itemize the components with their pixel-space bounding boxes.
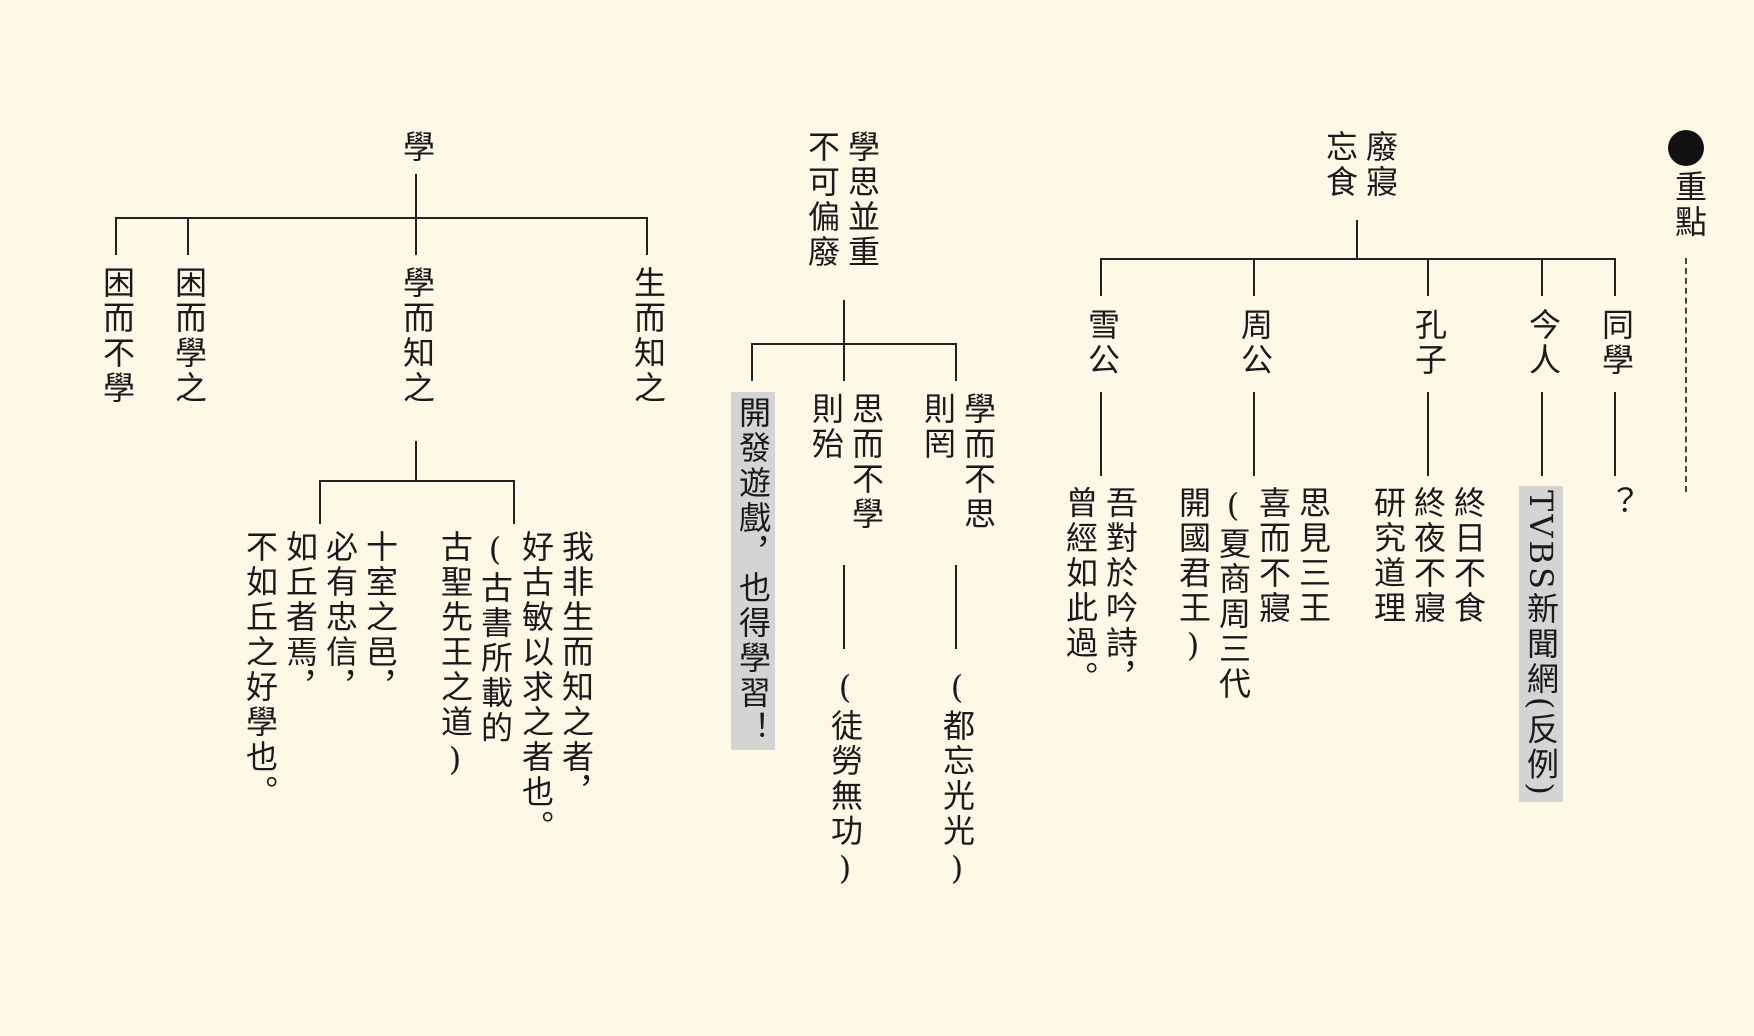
connector [115, 217, 117, 255]
forget-branch-modern: 今人 [1524, 308, 1562, 378]
connector [1541, 258, 1543, 296]
connector [1253, 392, 1255, 476]
think-bar [751, 343, 957, 345]
bullet-dot-icon [1668, 130, 1704, 166]
forget-branch-confucius: 孔子 [1410, 308, 1448, 378]
forget-root-connector [1356, 220, 1358, 258]
think-detail-learn-no-think: (都忘光光) [938, 668, 976, 890]
connector [415, 217, 417, 255]
think-branch-game-dev: 開發遊戲，也得學習！ [731, 392, 775, 750]
think-branch-learn-no-think: 學而不思 則罔 [919, 392, 997, 532]
forget-bar [1100, 258, 1616, 260]
think-detail-think-no-learn: (徒勞無功) [826, 668, 864, 890]
learn-sub-ancient-books: (古書所載的 古聖先王之道) [436, 530, 514, 781]
learn-root-connector [415, 174, 417, 218]
connector [187, 217, 189, 255]
forget-branch-xuegong: 雪公 [1083, 308, 1121, 378]
connector [1427, 258, 1429, 296]
connector [513, 480, 515, 524]
forget-branch-classmates: 同學 [1597, 308, 1635, 378]
connector [1100, 392, 1102, 476]
learn-branch-struggle-no-learn: 困而不學 [98, 266, 136, 406]
forget-root: 廢寢 忘食 [1321, 130, 1399, 200]
learn-sub-ten-households: 十室之邑， 必有忠信， 如丘者焉， 不如丘之好學也。 [241, 530, 399, 810]
connector [843, 565, 845, 649]
connector [1614, 392, 1616, 476]
connector [1100, 258, 1102, 296]
learn-branch-born-know: 生而知之 [629, 266, 667, 406]
connector [843, 343, 845, 381]
learn-root: 學 [398, 130, 436, 165]
learn-sub-quote-not-born: 我非生而知之者， 好古敏以求之者也。 [517, 530, 595, 845]
connector [1541, 392, 1543, 476]
heading-label: 重點 [1670, 170, 1708, 240]
think-root: 學思並重 不可偏廢 [803, 130, 881, 270]
connector [1614, 258, 1616, 296]
learn-bar [115, 217, 648, 219]
connector [1253, 258, 1255, 296]
forget-detail-confucius: 終日不食 終夜不寢 研究道理 [1369, 486, 1487, 626]
think-branch-think-no-learn: 思而不學 則殆 [807, 392, 885, 532]
forget-detail-xuegong: 吾對於吟詩， 曾經如此過。 [1061, 486, 1139, 696]
heading-dashed-line [1685, 258, 1687, 492]
learn-branch-learn-know: 學而知之 [398, 266, 436, 406]
connector [1427, 392, 1429, 476]
forget-detail-zhougong: 思見三王 喜而不寢 (夏商周三代 開國君王) [1174, 486, 1332, 702]
connector [415, 441, 417, 481]
connector [319, 480, 321, 524]
learn-branch-struggle-learn: 困而學之 [170, 266, 208, 406]
connector [646, 217, 648, 255]
connector [955, 565, 957, 649]
learn-sub-bar [319, 480, 515, 482]
forget-branch-zhougong: 周公 [1236, 308, 1274, 378]
connector [955, 343, 957, 381]
forget-detail-modern: TVBS新聞網(反例) [1519, 486, 1563, 802]
think-root-connector [843, 300, 845, 344]
connector [751, 343, 753, 381]
forget-detail-classmates: ？ [1597, 486, 1635, 521]
